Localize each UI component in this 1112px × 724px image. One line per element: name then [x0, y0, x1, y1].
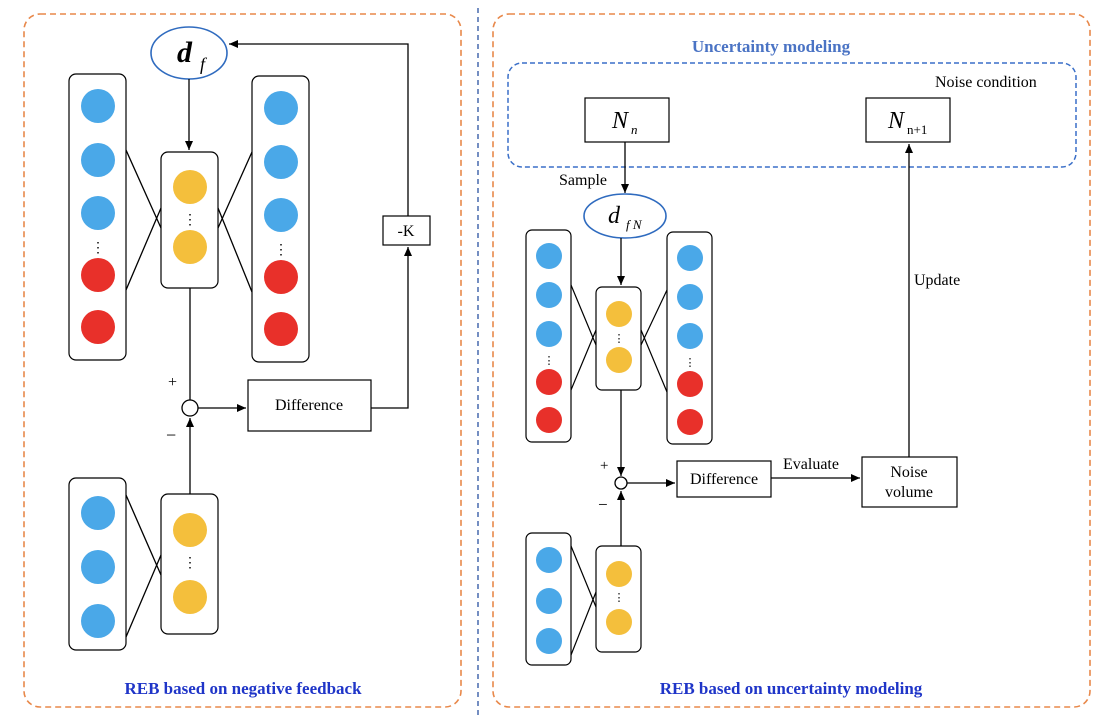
reference-hidden-node-yellow — [173, 513, 207, 547]
input-node-blue — [81, 89, 115, 123]
output-ellipsis: ⋮ — [274, 243, 288, 258]
plus-sign: + — [600, 458, 608, 474]
gain-box — [382, 215, 431, 246]
output-node-red — [677, 371, 703, 397]
uncertainty-modeling-title: Uncertainty modeling — [692, 37, 851, 56]
output-ellipsis: ⋮ — [685, 357, 696, 369]
minus-sign: − — [166, 425, 176, 445]
dfn-ellipse — [583, 193, 667, 239]
left-panel: d f ⋮ ⋮ ⋮ + — [68, 26, 431, 698]
output-node-blue — [677, 245, 703, 271]
input-node-red — [536, 407, 562, 433]
reference-input-node-blue — [536, 588, 562, 614]
reference-hidden-node-yellow — [173, 580, 207, 614]
input-node-red — [81, 310, 115, 344]
output-node-blue — [677, 284, 703, 310]
reference-hidden-ellipsis: ⋮ — [614, 592, 625, 604]
nn-subscript: n — [631, 122, 638, 137]
output-node-blue — [264, 145, 298, 179]
feedback-arrow — [229, 40, 409, 216]
input-node-red — [81, 258, 115, 292]
hidden-ellipsis: ⋮ — [183, 213, 197, 228]
difference-box — [247, 379, 372, 432]
reference-input-node-blue — [536, 628, 562, 654]
reference-connections — [570, 545, 597, 656]
hidden-node-yellow — [606, 301, 632, 327]
reference-connections — [125, 494, 162, 638]
dfn-subscript: f N — [626, 217, 643, 232]
hidden-node-yellow — [606, 347, 632, 373]
difference-label: Difference — [275, 397, 343, 414]
noise-volume-line1: Noise — [890, 464, 927, 481]
reference-input-node-blue — [81, 604, 115, 638]
left-panel-frame — [23, 13, 462, 708]
input-ellipsis: ⋮ — [544, 355, 555, 367]
output-node-blue — [264, 198, 298, 232]
noise-volume-box — [861, 456, 958, 508]
reference-hidden-node-yellow — [606, 609, 632, 635]
layer-connections — [125, 149, 253, 293]
sum-junction — [614, 476, 628, 490]
input-node-blue — [536, 243, 562, 269]
nn1-box — [865, 97, 951, 143]
reference-input-node-blue — [81, 496, 115, 530]
nn-symbol: N — [611, 108, 630, 134]
output-node-red — [264, 312, 298, 346]
update-label: Update — [914, 272, 960, 289]
minus-sign: − — [598, 495, 608, 514]
left-panel-caption: REB based on negative feedback — [124, 679, 362, 698]
input-node-blue — [536, 321, 562, 347]
df-subscript: f — [200, 54, 208, 74]
hidden-ellipsis: ⋮ — [614, 333, 625, 345]
output-node-blue — [264, 91, 298, 125]
right-panel-frame — [492, 13, 1091, 708]
output-node-red — [264, 260, 298, 294]
right-panel: Uncertainty modeling Noise condition N n… — [507, 37, 1077, 698]
input-node-red — [536, 369, 562, 395]
nn-box — [584, 97, 670, 143]
output-node-blue — [677, 323, 703, 349]
layer-connections — [570, 284, 668, 393]
nn1-subscript: n+1 — [907, 122, 927, 137]
reference-hidden-node-yellow — [606, 561, 632, 587]
hidden-node-yellow — [173, 170, 207, 204]
right-panel-caption: REB based on uncertainty modeling — [660, 679, 923, 698]
hidden-node-yellow — [173, 230, 207, 264]
uncertainty-modeling-frame — [507, 62, 1077, 168]
difference-to-gain-arrow — [371, 247, 412, 409]
input-node-blue — [81, 143, 115, 177]
noise-volume-line2: volume — [885, 484, 933, 501]
input-node-blue — [536, 282, 562, 308]
nn1-symbol: N — [887, 108, 906, 134]
output-node-red — [677, 409, 703, 435]
sample-label: Sample — [559, 172, 607, 189]
evaluate-label: Evaluate — [783, 456, 839, 473]
input-node-blue — [81, 196, 115, 230]
reference-hidden-ellipsis: ⋮ — [183, 556, 197, 571]
plus-sign: + — [168, 374, 177, 391]
difference-box — [676, 460, 772, 498]
df-symbol: d — [177, 36, 193, 69]
reference-input-node-blue — [536, 547, 562, 573]
noise-condition-label: Noise condition — [935, 74, 1037, 91]
reference-input-node-blue — [81, 550, 115, 584]
sum-junction — [181, 399, 199, 417]
difference-label: Difference — [690, 471, 758, 488]
input-ellipsis: ⋮ — [91, 241, 105, 256]
gain-label: -K — [398, 223, 415, 240]
dfn-symbol: d — [608, 203, 621, 229]
